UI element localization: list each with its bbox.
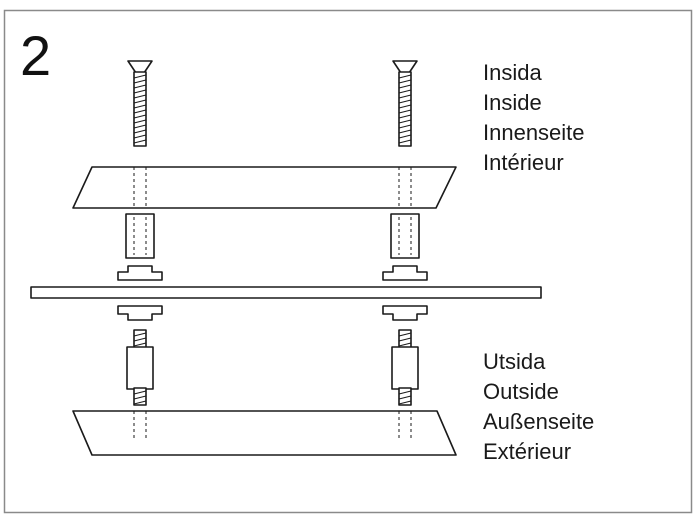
diagram-border [3,9,693,514]
handle-inside [72,166,457,209]
outside-label-fr: Extérieur [483,439,572,464]
screw-left [127,60,153,147]
inside-label-fr: Intérieur [483,150,564,175]
inside-label-en: Inside [483,90,542,115]
outside-label-de: Außenseite [483,409,595,434]
door-panel [30,286,542,299]
inside-label-de: Innenseite [483,120,585,145]
stud-left [126,329,154,406]
washer-lower-left [117,305,163,321]
outside-label-en: Outside [483,379,559,404]
handle-outside [72,410,457,456]
stud-right [391,329,419,406]
washer-upper-left [117,265,163,281]
washer-lower-right [382,305,428,321]
inside-label-sv: Insida [483,60,542,85]
screw-right [392,60,418,147]
step-number: 2 [20,24,52,87]
washer-upper-right [382,265,428,281]
outside-label-sv: Utsida [483,349,546,374]
sleeve-right [390,213,420,259]
sleeve-left [125,213,155,259]
